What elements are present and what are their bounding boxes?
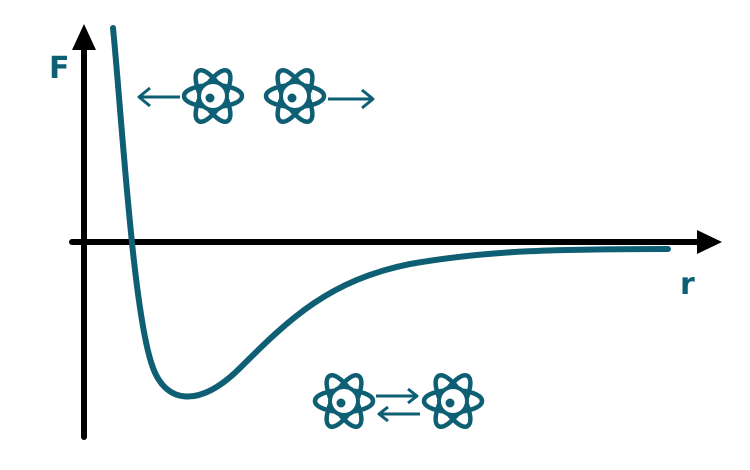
exchange-arrows-icon (376, 387, 420, 423)
atom-icon (424, 370, 482, 431)
atom-icon (266, 65, 324, 126)
atom-icon (315, 370, 373, 431)
y-axis-arrowhead (72, 24, 96, 50)
right-arrow-icon (328, 88, 375, 110)
attraction-annotation (315, 370, 482, 431)
x-axis-arrowhead (697, 230, 722, 254)
axes (69, 24, 722, 440)
repulsion-annotation (137, 65, 375, 126)
force-curve (110, 25, 671, 400)
y-axis-label: F (49, 51, 70, 86)
atom-icon (184, 65, 242, 126)
left-arrow-icon (137, 86, 180, 108)
x-axis-label: r (680, 267, 695, 302)
